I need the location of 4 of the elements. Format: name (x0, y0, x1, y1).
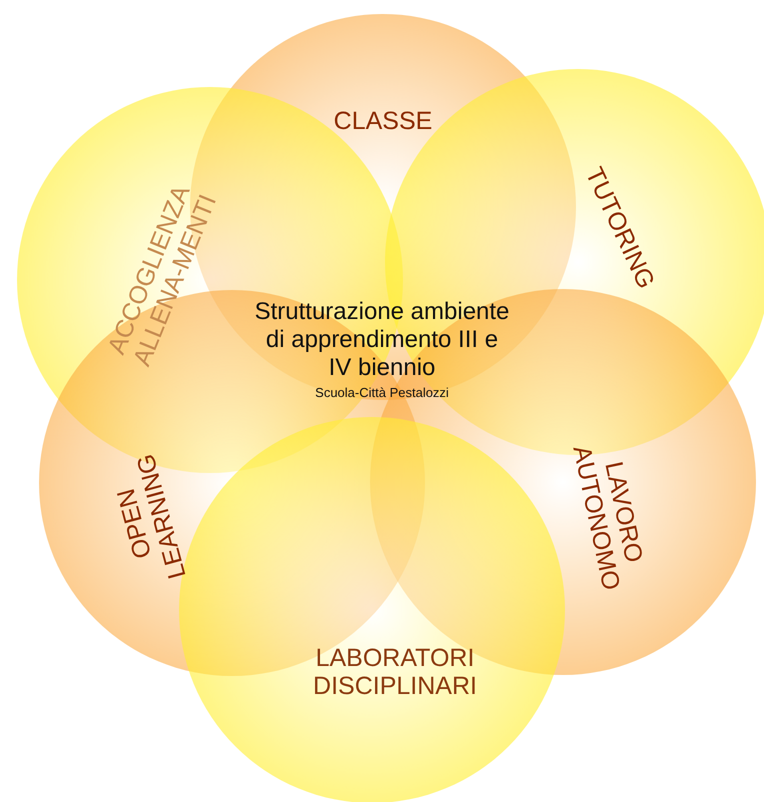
circle-label: LABORATORI DISCIPLINARI (312, 644, 478, 700)
center-subtitle: Scuola-Città Pestalozzi (314, 384, 450, 402)
circle-label: CLASSE (332, 107, 434, 135)
center-title: Strutturazione ambiente di apprendimento III e IV biennio (254, 298, 510, 382)
